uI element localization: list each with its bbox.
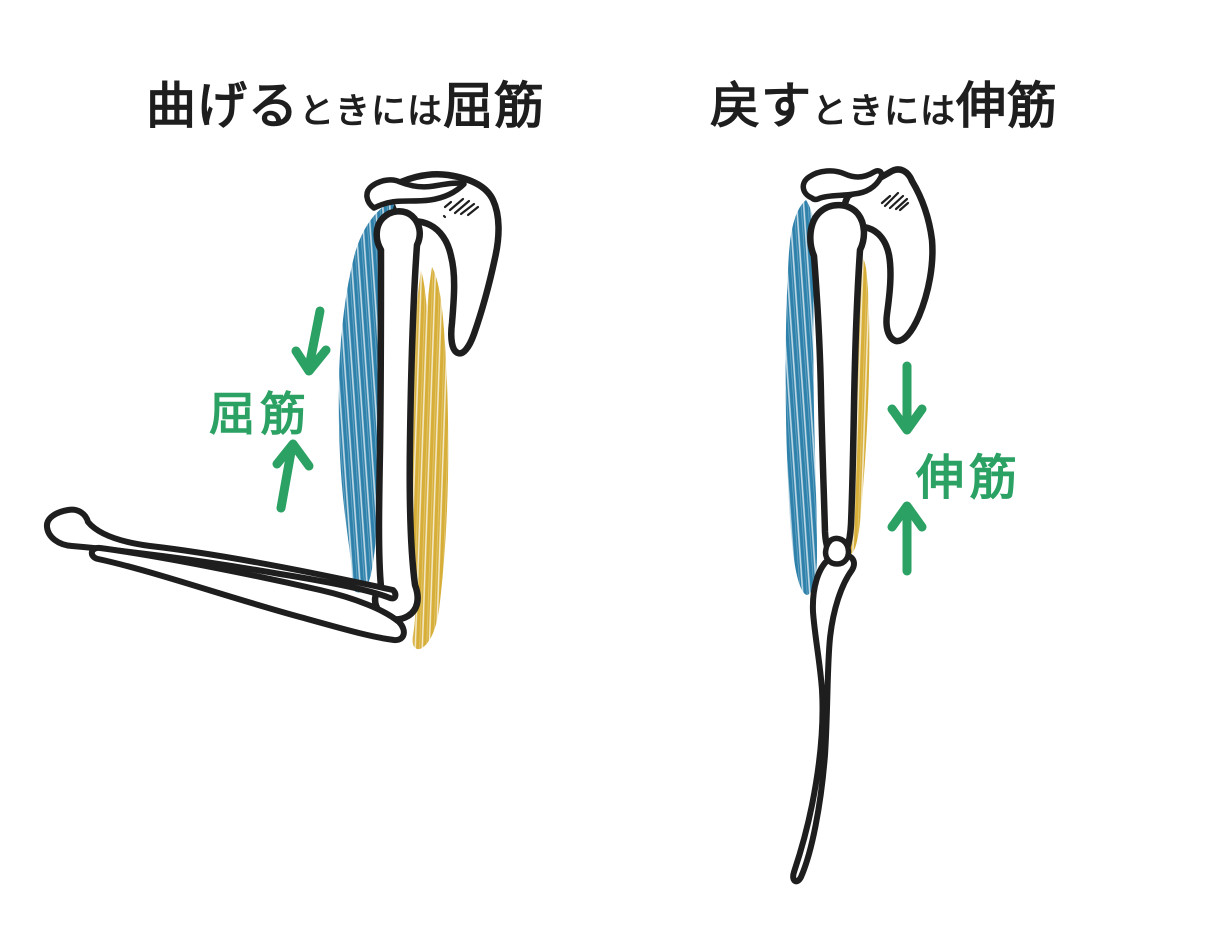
- extensor-label: 伸筋: [916, 452, 1023, 505]
- humerus-bone: [371, 208, 423, 623]
- right-arm-diagram: [785, 166, 936, 885]
- acromion-bone: [800, 168, 885, 203]
- left-title: 曲げるときには屈筋: [146, 66, 545, 138]
- radius-bone: [43, 506, 399, 602]
- extensor-muscle: [410, 267, 449, 650]
- down-arrow-icon: [291, 306, 331, 376]
- left-title-small: ときには: [299, 92, 444, 131]
- left-title-large-2: 屈筋: [443, 78, 546, 134]
- flexor-muscle: [785, 200, 817, 595]
- flexor-muscle: [338, 200, 396, 593]
- up-arrow-icon: [887, 501, 927, 576]
- left-arm-diagram: [43, 171, 502, 650]
- down-arrow-icon: [887, 361, 927, 435]
- forearm-bone: [790, 552, 857, 885]
- right-title: 戻すときには伸筋: [710, 66, 1058, 138]
- right-title-large-1: 戻す: [710, 78, 812, 134]
- ulna-bone: [88, 544, 407, 644]
- acromion-bone: [364, 177, 467, 211]
- right-title-small: ときには: [812, 92, 957, 131]
- scapula-hatch-marks: [880, 191, 910, 212]
- humerus-bone: [807, 201, 868, 562]
- scapula-hatch-marks: [442, 197, 480, 219]
- up-arrow-icon: [272, 439, 314, 513]
- flexor-label: 屈筋: [209, 388, 311, 440]
- elbow-joint: [822, 535, 852, 567]
- left-title-large-1: 曲げる: [146, 78, 299, 134]
- right-title-large-2: 伸筋: [956, 78, 1059, 134]
